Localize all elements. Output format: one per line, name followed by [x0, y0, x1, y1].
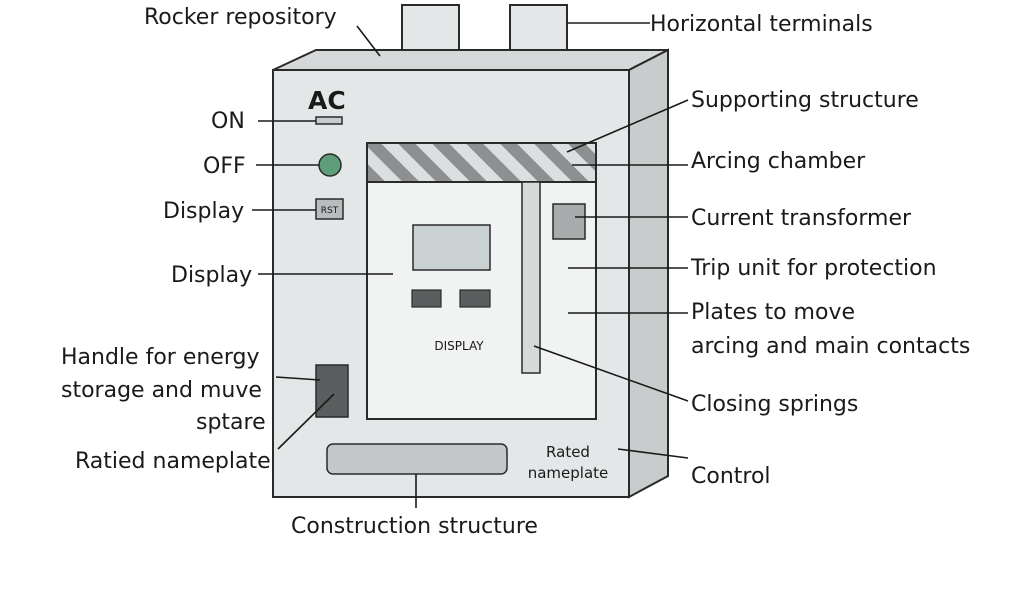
terminal-left	[401, 4, 460, 54]
arcing-chamber	[366, 142, 597, 183]
inner-panel	[366, 142, 597, 420]
label-display-left: Display	[171, 263, 252, 288]
off-indicator[interactable]	[318, 153, 342, 177]
label-handle-line2: storage and muve	[61, 378, 262, 403]
label-plates-line2: arcing and main contacts	[691, 334, 970, 359]
current-transformer-box	[552, 203, 586, 240]
energy-storage-handle[interactable]	[315, 364, 349, 418]
label-current-transformer: Current transformer	[691, 206, 912, 231]
label-handle-line3: sptare	[196, 410, 266, 435]
leader-lines	[252, 22, 689, 508]
display-caption: DISPLAY	[434, 339, 484, 353]
label-control: Control	[691, 464, 771, 489]
label-display-rst: Display	[163, 199, 244, 224]
label-handle-line1: Handle for energy	[61, 345, 259, 370]
label-horizontal-terminals: Horizontal terminals	[650, 12, 873, 37]
closing-springs-bar	[521, 181, 541, 374]
on-indicator[interactable]	[315, 116, 343, 125]
label-on: ON	[211, 109, 245, 134]
terminal-right	[509, 4, 568, 54]
construction-bar	[326, 443, 508, 475]
rated-nameplate-inner-line1: Rated	[546, 443, 590, 461]
label-supporting-structure: Supporting structure	[691, 88, 919, 113]
display-button-right[interactable]	[459, 289, 491, 308]
labels: Rocker repository Horizontal terminals O…	[61, 5, 970, 539]
label-rated-nameplate-left: Ratied nameplate	[75, 449, 271, 474]
label-off: OFF	[203, 154, 246, 179]
rst-button-label: RST	[321, 206, 339, 216]
label-arcing-chamber: Arcing chamber	[691, 149, 866, 174]
display-button-left[interactable]	[411, 289, 442, 308]
rst-button[interactable]	[315, 198, 344, 220]
label-trip-unit: Trip unit for protection	[690, 256, 937, 281]
display-screen	[412, 224, 491, 271]
label-rocker-repository: Rocker repository	[144, 5, 337, 30]
label-closing-springs: Closing springs	[691, 392, 858, 417]
body-top-face	[272, 49, 669, 71]
ac-label: AC	[308, 86, 346, 115]
label-plates-line1: Plates to move	[691, 300, 855, 325]
rated-nameplate-inner-line2: nameplate	[528, 464, 609, 482]
label-construction-structure: Construction structure	[291, 514, 538, 539]
